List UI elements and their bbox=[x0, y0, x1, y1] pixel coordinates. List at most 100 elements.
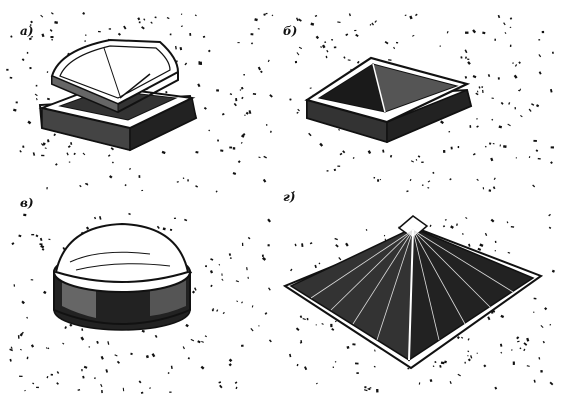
gravel-speck bbox=[169, 33, 172, 36]
gravel-speck bbox=[218, 381, 222, 384]
gravel-speck bbox=[176, 181, 179, 183]
gravel-speck bbox=[204, 335, 208, 338]
gravel-speck bbox=[24, 389, 26, 392]
gravel-speck bbox=[235, 98, 238, 102]
gravel-speck bbox=[268, 287, 271, 291]
gravel-speck bbox=[472, 152, 476, 156]
gravel-speck bbox=[468, 243, 471, 247]
gravel-speck bbox=[448, 130, 451, 133]
gravel-speck bbox=[116, 360, 121, 364]
gravel-speck bbox=[479, 243, 484, 248]
gravel-speck bbox=[326, 170, 329, 172]
gravel-speck bbox=[333, 46, 337, 49]
gravel-speck bbox=[271, 14, 274, 17]
pyramid-skylight-drawing bbox=[282, 213, 555, 393]
gravel-speck bbox=[472, 29, 477, 34]
gravel-speck bbox=[19, 150, 22, 153]
gravel-speck bbox=[221, 113, 225, 116]
gravel-speck bbox=[30, 20, 33, 24]
gravel-speck bbox=[487, 74, 491, 78]
gravel-speck bbox=[482, 187, 485, 190]
gravel-speck bbox=[30, 36, 34, 38]
gravel-speck bbox=[352, 156, 355, 159]
gravel-speck bbox=[240, 141, 243, 144]
gravel-speck bbox=[130, 352, 133, 356]
gravel-speck bbox=[46, 139, 50, 143]
gravel-speck bbox=[263, 155, 267, 159]
gravel-speck bbox=[46, 71, 49, 73]
gravel-speck bbox=[49, 29, 53, 32]
gravel-speck bbox=[526, 337, 530, 342]
gravel-speck bbox=[260, 70, 263, 74]
gravel-speck bbox=[421, 161, 424, 164]
gravel-speck bbox=[257, 66, 262, 71]
gravel-speck bbox=[269, 130, 272, 133]
gravel-speck bbox=[179, 46, 183, 51]
gravel-speck bbox=[345, 242, 349, 247]
gravel-speck bbox=[145, 354, 149, 359]
gravel-speck bbox=[29, 24, 32, 26]
gravel-speck bbox=[264, 312, 268, 315]
gravel-speck bbox=[241, 301, 243, 304]
gravel-speck bbox=[319, 142, 324, 147]
gravel-speck bbox=[467, 350, 470, 353]
gravel-speck bbox=[154, 16, 157, 19]
gravel-speck bbox=[141, 26, 145, 30]
gravel-speck bbox=[26, 356, 29, 360]
gravel-speck bbox=[82, 12, 86, 15]
gravel-speck bbox=[531, 103, 535, 106]
gravel-speck bbox=[493, 177, 496, 181]
gravel-speck bbox=[331, 327, 335, 331]
gravel-speck bbox=[245, 111, 249, 115]
gravel-speck bbox=[410, 160, 415, 163]
gravel-speck bbox=[520, 115, 523, 118]
gravel-speck bbox=[509, 17, 513, 20]
gravel-speck bbox=[475, 92, 479, 96]
gravel-speck bbox=[23, 213, 27, 217]
gravel-speck bbox=[373, 176, 376, 179]
gravel-speck bbox=[187, 357, 191, 360]
gravel-speck bbox=[456, 223, 458, 226]
gravel-speck bbox=[315, 35, 320, 40]
gravel-speck bbox=[482, 31, 486, 35]
gravel-speck bbox=[80, 336, 85, 341]
gravel-speck bbox=[449, 178, 452, 181]
gravel-speck bbox=[195, 150, 199, 154]
gravel-speck bbox=[22, 145, 25, 148]
gravel-speck bbox=[107, 154, 111, 157]
gravel-speck bbox=[265, 124, 268, 126]
gravel-speck bbox=[404, 14, 407, 17]
gravel-speck bbox=[154, 334, 158, 338]
gravel-speck bbox=[267, 218, 272, 223]
gravel-speck bbox=[484, 145, 487, 148]
gravel-speck bbox=[100, 383, 103, 388]
gravel-speck bbox=[79, 184, 82, 188]
gravel-speck bbox=[297, 18, 302, 22]
gravel-speck bbox=[498, 125, 503, 129]
lid-diagonal bbox=[103, 47, 121, 97]
gravel-speck bbox=[241, 96, 244, 100]
gravel-speck bbox=[535, 104, 540, 108]
panel-b-label: б) bbox=[283, 24, 298, 38]
gravel-speck bbox=[538, 39, 541, 41]
gravel-speck bbox=[338, 257, 342, 261]
gravel-speck bbox=[476, 178, 479, 182]
gravel-speck bbox=[41, 33, 45, 38]
gravel-speck bbox=[457, 145, 460, 149]
gravel-speck bbox=[476, 352, 478, 354]
gravel-speck bbox=[26, 316, 29, 319]
gravel-speck bbox=[432, 171, 435, 175]
gravel-speck bbox=[518, 89, 521, 92]
gravel-speck bbox=[544, 307, 548, 311]
gravel-speck bbox=[442, 225, 446, 228]
gravel-speck bbox=[165, 91, 168, 94]
gravel-speck bbox=[19, 375, 23, 377]
gravel-speck bbox=[509, 26, 512, 29]
gravel-speck bbox=[494, 250, 496, 252]
gravel-speck bbox=[462, 232, 464, 235]
gravel-speck bbox=[82, 152, 86, 156]
gravel-speck bbox=[541, 30, 545, 34]
gable-skylight-drawing bbox=[289, 13, 554, 194]
gravel-speck bbox=[21, 300, 25, 305]
gravel-speck bbox=[10, 346, 13, 350]
